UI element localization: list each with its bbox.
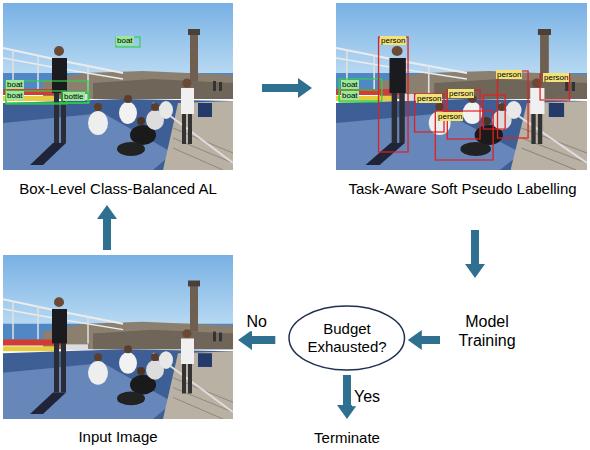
process-step: Model Training [444,308,530,354]
decision-ellipse: Budget Exhausted? [288,305,406,371]
street-photo [336,3,587,170]
detection-tag: person [380,36,406,45]
detection-tag: boat [6,91,24,100]
red-boxes [379,37,570,160]
green-boxes [6,37,140,104]
node-text-group: Budget Exhausted? [304,320,390,356]
flow-arrow [262,78,312,98]
detection-tag: bottle [63,92,85,101]
street-photo [3,255,233,419]
photo-pseudo-labels [336,3,587,170]
node-text-group: Model Training [447,312,527,350]
street-photo [3,3,233,170]
process-step: Terminate [299,427,395,449]
detection-tag: person [437,112,463,121]
detection-tag: boat [116,36,134,45]
step-caption: Box-Level Class-Balanced AL [0,180,236,198]
flow-arrow [465,230,485,278]
detection-tag: person [416,94,442,103]
branch-label: Yes [352,388,382,406]
node-text-group: Task-Aware Soft Pseudo Labelling [336,180,589,198]
image-step: Input Image [0,255,236,449]
flow-arrow [238,330,275,350]
step-label: Budget Exhausted? [304,320,390,356]
step-caption: Task-Aware Soft Pseudo Labelling [336,180,589,198]
image-step: Task-Aware Soft Pseudo Labelling [336,0,589,200]
green-boxes [339,79,382,102]
photo-input [3,255,233,419]
node-text-group: Box-Level Class-Balanced AL [0,180,236,198]
detection-tag: person [496,70,522,79]
detection-tag: boat [341,80,359,89]
flow-arrow [408,330,440,350]
detection-tag: boat [341,91,359,100]
image-step: Box-Level Class-Balanced AL [0,0,236,200]
photo-active-learning [3,3,233,170]
detection-tag: person [543,73,569,82]
detection-tag: person [448,89,474,98]
node-text-group: Input Image [0,428,236,446]
ellipse-shape [289,306,405,370]
step-label: Terminate [302,429,392,447]
flow-arrow [97,205,117,250]
detection-tag: boat [6,80,24,89]
node-text-group: Terminate [302,429,392,447]
step-label: Model Training [447,312,527,350]
step-caption: Input Image [0,428,236,446]
branch-label: No [244,313,268,331]
